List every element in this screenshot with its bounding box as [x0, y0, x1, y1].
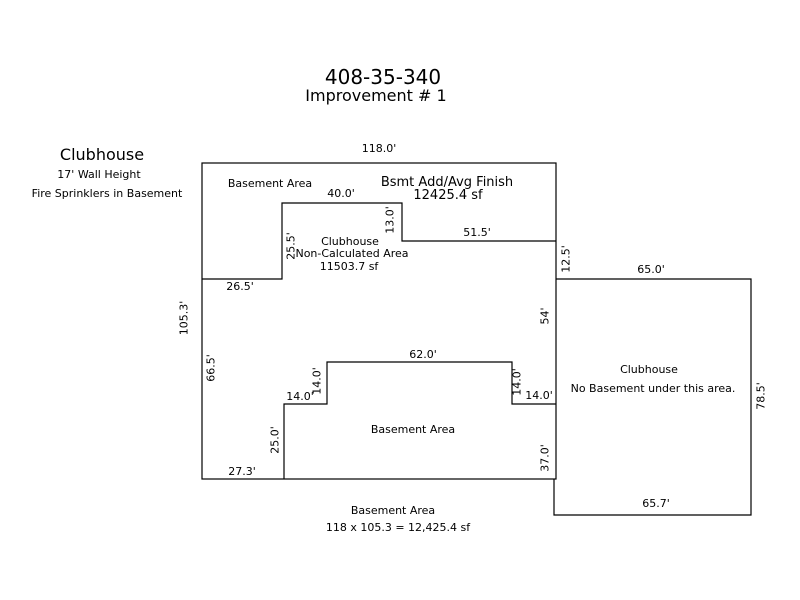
annex-right-vertical-dimension: 78.5': [754, 382, 768, 410]
clubhouse-lower-boundary: [283, 361, 556, 479]
inner-left-horizontal-dimension: 26.5': [226, 280, 254, 293]
left-lower-vertical-dimension: 66.5': [204, 354, 218, 382]
basement-outline: [201, 162, 557, 480]
clubhouse-right-note: No Basement under this area.: [570, 382, 736, 395]
footer-label: Basement Area: [350, 504, 436, 517]
inner-right-dimension: 51.5': [463, 226, 491, 239]
bsmt-add-area: 12425.4 sf: [413, 188, 483, 203]
footer-calculation: 118 x 105.3 = 12,425.4 sf: [325, 521, 471, 534]
notch-top-dimension: 62.0': [409, 348, 437, 361]
legend-title: Clubhouse: [59, 145, 145, 164]
notch-right-vertical-dimension: 14.0': [510, 368, 524, 396]
clubhouse-upper-boundary: [202, 202, 556, 280]
improvement-label: Improvement # 1: [305, 86, 447, 105]
legend-wall-height: 17' Wall Height: [57, 168, 141, 181]
inner-step-vertical-dimension: 13.0': [383, 206, 397, 234]
basement-area-mid-label: Basement Area: [370, 423, 456, 436]
inner-top-dimension: 40.0': [327, 187, 355, 200]
legend-sprinklers: Fire Sprinklers in Basement: [31, 187, 183, 200]
annex-bottom-dimension: 65.7': [642, 497, 670, 510]
lower-right-vertical-dimension: 37.0': [538, 444, 552, 472]
annex-outline: [553, 278, 752, 516]
bsmt-add-title: Bsmt Add/Avg Finish: [380, 175, 514, 190]
inner-left-vertical-dimension: 25.5': [284, 232, 298, 260]
right-step-vertical-dimension: 12.5': [559, 245, 573, 273]
right-inner-vertical-dimension: 54': [538, 307, 552, 325]
notch-left-horizontal-dimension: 14.0': [286, 390, 314, 403]
annex-top-dimension: 65.0': [637, 263, 665, 276]
clubhouse-nc-area: 11503.7 sf: [319, 260, 379, 273]
clubhouse-nc-subtitle: Non-Calculated Area: [295, 247, 409, 260]
basement-area-top-label: Basement Area: [227, 177, 313, 190]
top-width-dimension: 118.0': [361, 142, 397, 155]
notch-right-horizontal-dimension: 14.0': [525, 389, 553, 402]
left-height-dimension: 105.3': [177, 300, 191, 336]
lower-left-vertical-dimension: 25.0': [268, 426, 282, 454]
clubhouse-nc-title: Clubhouse: [321, 235, 379, 248]
lower-left-horizontal-dimension: 27.3': [228, 465, 256, 478]
clubhouse-right-title: Clubhouse: [620, 363, 678, 376]
parcel-id: 408-35-340: [324, 65, 442, 89]
